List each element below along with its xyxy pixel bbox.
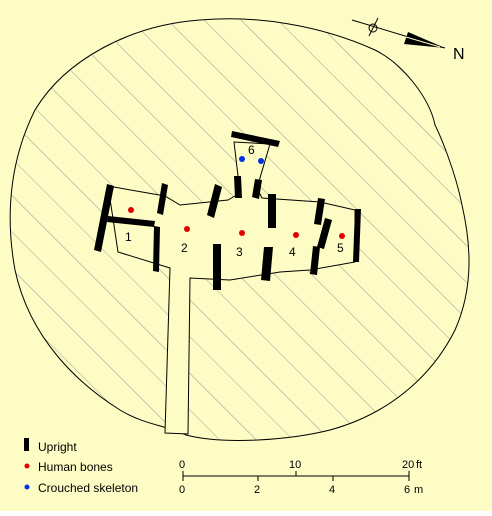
legend-crouched-skeleton-swatch bbox=[24, 484, 30, 490]
legend-upright-swatch bbox=[24, 438, 29, 451]
scale-m-label: 4 bbox=[329, 484, 335, 496]
upright bbox=[261, 247, 273, 281]
north-label: N bbox=[453, 46, 465, 63]
uprights bbox=[94, 131, 361, 290]
scale-bar: 0 10 20 ft 0 2 4 6 m bbox=[179, 459, 423, 496]
upright bbox=[268, 194, 276, 228]
legend: Upright Human bones Crouched skeleton bbox=[24, 438, 138, 495]
upright bbox=[314, 198, 325, 225]
scale-ft-label: 20 bbox=[402, 459, 414, 471]
legend-human-bones-label: Human bones bbox=[38, 460, 113, 474]
human-bones-markers bbox=[128, 207, 345, 239]
upright bbox=[107, 216, 155, 227]
scale-ft-label: 0 bbox=[179, 459, 185, 471]
upright bbox=[157, 183, 168, 215]
scale-m-label: 6 bbox=[404, 484, 410, 496]
upright bbox=[317, 218, 332, 249]
chamber-number: 4 bbox=[289, 245, 296, 259]
crouched-skeleton-marker bbox=[258, 158, 264, 164]
scale-m-unit: m bbox=[414, 484, 423, 496]
legend-crouched-skeleton-label: Crouched skeleton bbox=[38, 481, 138, 495]
scale-m-label: 2 bbox=[254, 484, 260, 496]
scale-ft-label: 10 bbox=[289, 459, 301, 471]
upright bbox=[207, 184, 222, 218]
chamber-numbers: 1 2 3 4 5 6 bbox=[125, 143, 344, 259]
upright bbox=[353, 209, 361, 262]
upright bbox=[310, 246, 320, 275]
legend-human-bones-swatch bbox=[24, 463, 30, 469]
legend-upright-label: Upright bbox=[38, 440, 77, 454]
human-bones-marker bbox=[184, 226, 190, 232]
upright bbox=[234, 176, 242, 198]
upright bbox=[252, 179, 262, 199]
chamber-number: 3 bbox=[236, 245, 243, 259]
human-bones-marker bbox=[128, 207, 134, 213]
upright bbox=[94, 184, 114, 252]
upright bbox=[231, 131, 280, 147]
upright bbox=[213, 244, 221, 290]
human-bones-marker bbox=[293, 232, 299, 238]
north-arrow-icon: N bbox=[351, 17, 465, 63]
chamber-number: 2 bbox=[181, 241, 188, 255]
human-bones-marker bbox=[339, 233, 345, 239]
scale-ft-unit: ft bbox=[416, 459, 422, 471]
chamber-number: 6 bbox=[248, 143, 255, 157]
chamber-number: 1 bbox=[125, 230, 132, 244]
human-bones-marker bbox=[239, 230, 245, 236]
crouched-skeleton-marker bbox=[239, 156, 245, 162]
crouched-skeleton-markers bbox=[239, 156, 264, 164]
scale-m-label: 0 bbox=[179, 484, 185, 496]
chamber-number: 5 bbox=[337, 241, 344, 255]
upright bbox=[153, 226, 160, 272]
